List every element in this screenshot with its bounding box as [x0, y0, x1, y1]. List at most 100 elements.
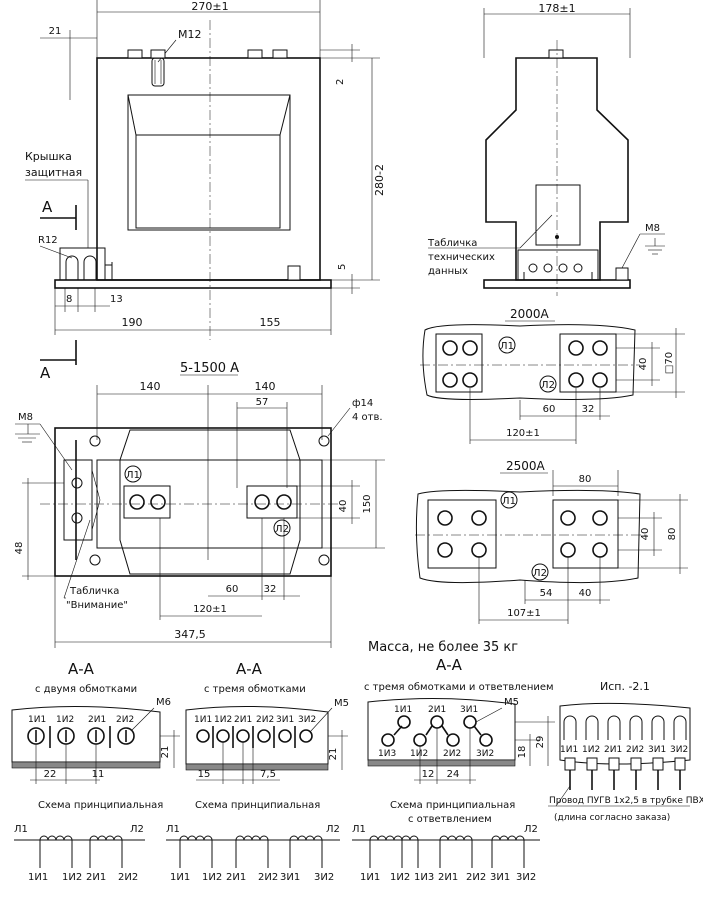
s3-st6: 3И2 — [516, 872, 536, 883]
s3-screw: М5 — [504, 697, 519, 708]
v2500-title: 2500А — [506, 459, 546, 473]
s2-dim-7-5: 7,5 — [260, 769, 276, 780]
v2000-dim-70: □70 — [664, 352, 675, 374]
plan-view: 5-1500 А 140 140 57 ф14 4 отв. Л1 — [14, 361, 385, 648]
v2000-dim-32: 32 — [582, 404, 595, 415]
s2-t5: 3И2 — [298, 715, 316, 725]
side-plate-label-2: технических — [428, 252, 495, 263]
s3-subtitle: с тремя обмотками и ответвлением — [364, 682, 554, 693]
s3-st1: 1И2 — [390, 872, 410, 883]
v21-wire-note: Провод ПУГВ 1х2,5 в трубке ПВХ — [549, 796, 703, 806]
s1-st1: 1И2 — [62, 872, 82, 883]
s2-t3: 2И2 — [256, 715, 274, 725]
plan-dim-60: 60 — [226, 584, 239, 595]
s3-tb3: 3И2 — [476, 749, 494, 759]
s3-tb2: 2И2 — [443, 749, 461, 759]
s1-st2: 2И1 — [86, 872, 106, 883]
s3-tb1: 1И2 — [410, 749, 428, 759]
s1-subtitle: с двумя обмотками — [35, 684, 137, 695]
terminal-box-front — [59, 247, 113, 281]
plan-dim-48: 48 — [14, 542, 25, 555]
s2-st2: 2И1 — [226, 872, 246, 883]
s1-t0: 1И1 — [28, 715, 46, 725]
s2-t4: 3И1 — [276, 715, 294, 725]
v21-length-note: (длина согласно заказа) — [554, 813, 670, 823]
s3-dim-24: 24 — [447, 769, 460, 780]
side-plate-label-3: данных — [428, 266, 468, 277]
dim-13: 13 — [110, 294, 123, 305]
s1-dim-21: 21 — [160, 746, 171, 759]
v2500-dim-54: 54 — [540, 588, 553, 599]
s1-scheme-l1: Л1 — [14, 824, 28, 835]
s3-st5: 3И1 — [490, 872, 510, 883]
s3-scheme-l1: Л1 — [352, 824, 366, 835]
s3-scheme-l2: Л2 — [524, 824, 538, 835]
dim-5: 5 — [337, 264, 348, 270]
radius-label: R12 — [38, 235, 58, 246]
s1-scheme-title: Схема принципиальная — [38, 800, 163, 811]
dim-190: 190 — [122, 316, 143, 329]
v2500-l2: Л2 — [533, 568, 547, 579]
v2000-dim-40: 40 — [638, 358, 649, 371]
section-three-windings: А-А с тремя обмотками 1И1 1И2 2И1 2И2 3И… — [166, 660, 349, 883]
dim-height-280: 280-2 — [373, 164, 386, 196]
s3-tt0: 1И1 — [394, 705, 412, 715]
plan-title: 5-1500 А — [180, 361, 239, 376]
bolt-label-m12: М12 — [178, 28, 202, 41]
side-width-178: 178±1 — [538, 2, 575, 15]
s2-dim-15: 15 — [198, 769, 211, 780]
s2-scheme-l1: Л1 — [166, 824, 180, 835]
v2000-title: 2000А — [510, 307, 550, 321]
s1-screw: М6 — [156, 697, 171, 708]
s2-t2: 2И1 — [234, 715, 252, 725]
top-bolt-right — [247, 49, 288, 59]
s2-scheme-title: Схема принципиальная — [195, 800, 320, 811]
plan-dim-347: 347,5 — [174, 628, 206, 641]
s1-dim-22: 22 — [44, 769, 57, 780]
plan-plate-label-1: Табличка — [69, 586, 119, 597]
s1-t2: 2И1 — [88, 715, 106, 725]
s1-st0: 1И1 — [28, 872, 48, 883]
s3-st2: 1И3 — [414, 872, 434, 883]
v21-t1: 1И2 — [582, 745, 600, 755]
v2000-l1: Л1 — [500, 341, 514, 352]
v2500-l1: Л1 — [502, 496, 516, 507]
variant-2500a: 2500А 80 Л1 Л2 40 80 54 40 — [415, 459, 688, 624]
s2-st1: 1И2 — [202, 872, 222, 883]
s2-title: А-А — [236, 660, 263, 678]
s1-title: А-А — [68, 660, 95, 678]
mass-label: Масса, не более 35 кг — [368, 640, 518, 655]
v21-t3: 2И2 — [626, 745, 644, 755]
v2500-dim-80a: 80 — [579, 474, 592, 485]
side-bolt-m8: М8 — [645, 223, 660, 234]
s3-tt1: 2И1 — [428, 705, 446, 715]
s3-scheme-title-2: с ответвлением — [408, 814, 492, 825]
top-bolt-left — [127, 49, 166, 87]
s2-scheme-l2: Л2 — [326, 824, 340, 835]
s2-subtitle: с тремя обмотками — [204, 684, 306, 695]
plan-dim-40: 40 — [338, 500, 349, 513]
s3-tt2: 3И1 — [460, 705, 478, 715]
v21-title: Исп. -2.1 — [600, 680, 650, 693]
section-letter-top: А — [42, 198, 53, 216]
dim-8: 8 — [66, 294, 72, 305]
s3-title: А-А — [436, 656, 463, 674]
s1-dim-11: 11 — [92, 769, 105, 780]
plan-dim-140b: 140 — [255, 380, 276, 393]
v2500-dim-107: 107±1 — [507, 608, 541, 619]
dim-2: 2 — [335, 79, 346, 85]
s2-dim-21: 21 — [328, 748, 339, 761]
plan-dim-150: 150 — [362, 494, 373, 513]
cover-label-1: Крышка — [25, 150, 72, 163]
v2500-dim-40b: 40 — [579, 588, 592, 599]
plan-dim-32: 32 — [264, 584, 277, 595]
v21-t2: 2И1 — [604, 745, 622, 755]
s2-t0: 1И1 — [194, 715, 212, 725]
s2-screw: М5 — [334, 698, 349, 709]
plan-bolt-m8: М8 — [18, 412, 33, 423]
variant-2-1: Исп. -2.1 1И1 1И2 2И1 2И2 3И1 3И2 — [548, 680, 703, 823]
s1-st3: 2И2 — [118, 872, 138, 883]
s2-st3: 2И2 — [258, 872, 278, 883]
plan-dim-140a: 140 — [140, 380, 161, 393]
